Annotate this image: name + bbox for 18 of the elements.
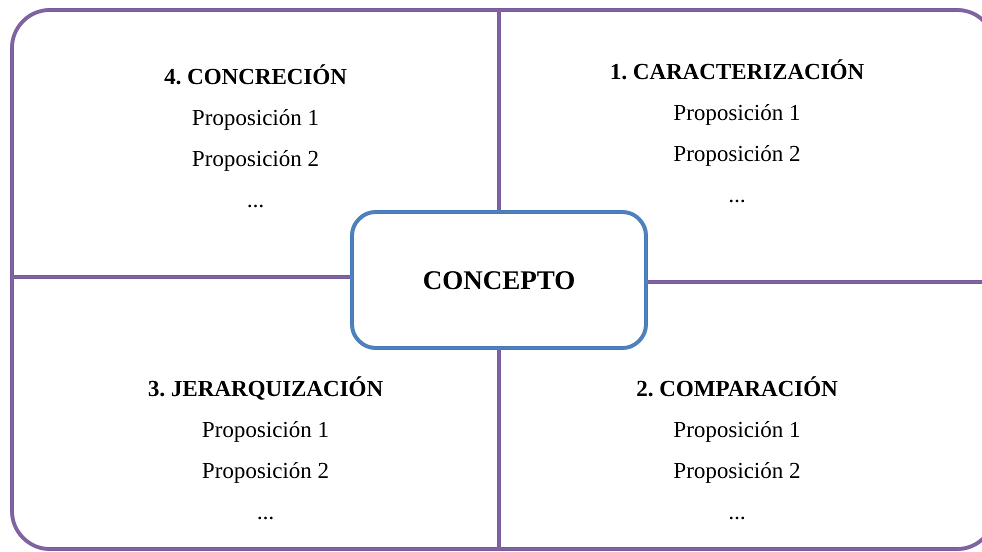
ellipsis-text: ... bbox=[256, 498, 274, 526]
proposition-text: Proposición 1 bbox=[192, 104, 320, 132]
proposition-text: Proposición 2 bbox=[192, 145, 320, 173]
concept-label: CONCEPTO bbox=[422, 264, 576, 296]
section-heading: 4. CONCRECIÓN bbox=[164, 63, 347, 91]
ellipsis-text: ... bbox=[728, 181, 746, 209]
section-heading: 3. JERARQUIZACIÓN bbox=[148, 375, 384, 403]
proposition-text: Proposición 2 bbox=[202, 457, 330, 485]
proposition-text: Proposición 1 bbox=[673, 416, 801, 444]
proposition-text: Proposición 2 bbox=[673, 140, 801, 168]
proposition-text: Proposición 2 bbox=[673, 457, 801, 485]
ellipsis-text: ... bbox=[728, 498, 746, 526]
section-heading: 2. COMPARACIÓN bbox=[636, 375, 838, 403]
concept-box bbox=[350, 210, 648, 350]
section-heading: 1. CARACTERIZACIÓN bbox=[610, 58, 864, 86]
ellipsis-text: ... bbox=[246, 186, 264, 214]
proposition-text: Proposición 1 bbox=[202, 416, 330, 444]
proposition-text: Proposición 1 bbox=[673, 99, 801, 127]
